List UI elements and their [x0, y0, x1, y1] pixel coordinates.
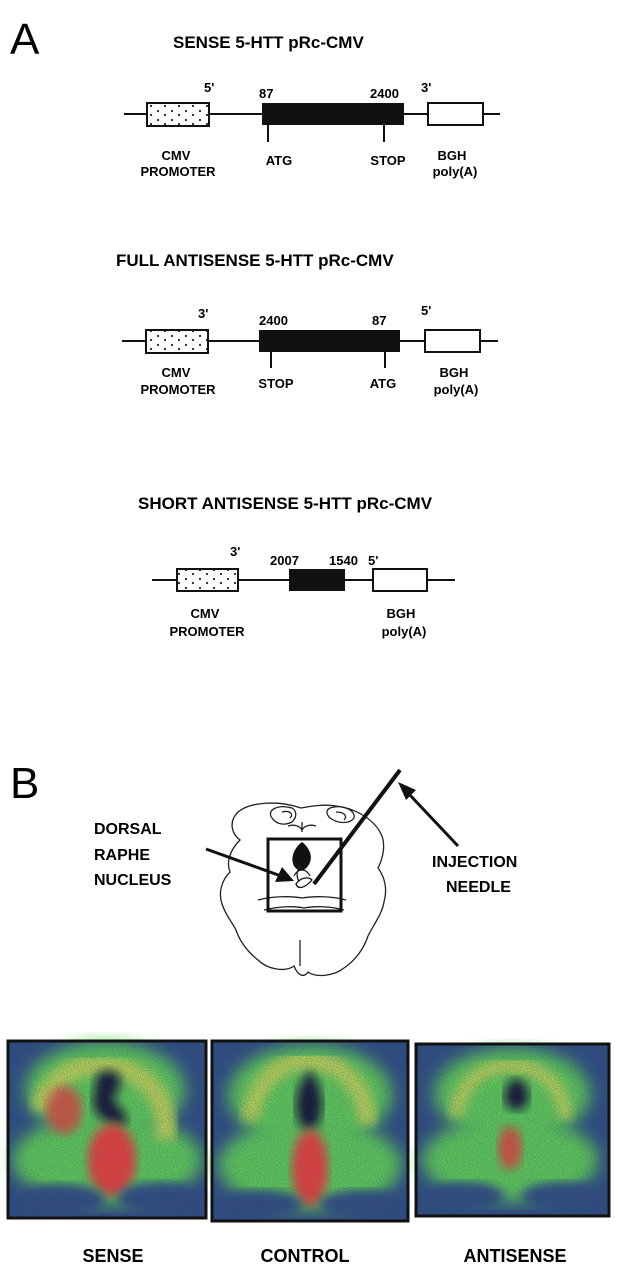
construct-title: SHORT ANTISENSE 5-HTT pRc-CMV	[138, 494, 433, 513]
dorsal-raphe-label-2: RAPHE	[94, 847, 150, 864]
panel-b-letter: B	[10, 759, 39, 808]
dorsal-raphe-arrow	[205, 847, 294, 882]
position-right: 2400	[370, 86, 399, 101]
position-right: 87	[372, 313, 386, 328]
promoter-label-1: CMV	[162, 365, 191, 380]
construct-full-antisense: FULL ANTISENSE 5-HTT pRc-CMV 3' 5' 2400 …	[116, 251, 498, 397]
construct-short-antisense: SHORT ANTISENSE 5-HTT pRc-CMV 3' 5' 2007…	[138, 494, 455, 639]
injection-needle	[312, 768, 402, 886]
end-label-left: 3'	[230, 544, 240, 559]
cmv-promoter-box	[146, 102, 210, 127]
region-box	[266, 837, 343, 913]
bgh-polya-box	[424, 329, 481, 353]
polya-label-1: BGH	[440, 365, 469, 380]
needle-tip	[295, 877, 313, 889]
end-label-left: 3'	[198, 306, 208, 321]
cmv-promoter-box	[176, 568, 239, 592]
promoter-label-2: PROMOTER	[169, 624, 245, 639]
tick-label-right: ATG	[370, 376, 396, 391]
caption-sense: SENSE	[82, 1246, 143, 1266]
construct-title: SENSE 5-HTT pRc-CMV	[173, 33, 364, 52]
injection-needle-label-1: INJECTION	[432, 854, 517, 871]
polya-label-2: poly(A)	[382, 624, 427, 639]
coding-region-box	[262, 103, 404, 125]
position-left: 2007	[270, 553, 299, 568]
promoter-label-2: PROMOTER	[140, 382, 216, 397]
bgh-polya-box	[372, 568, 428, 592]
coding-region-box	[259, 330, 400, 352]
polya-label-2: poly(A)	[433, 164, 478, 179]
injection-needle-label-2: NEEDLE	[446, 879, 511, 896]
dorsal-raphe-label-1: DORSAL	[94, 821, 162, 838]
panel-a-letter: A	[10, 15, 40, 64]
end-label-left: 5'	[204, 80, 214, 95]
polya-label-2: poly(A)	[434, 382, 479, 397]
construct-sense: SENSE 5-HTT pRc-CMV 5' 3' 87 2400 CMV PR…	[124, 33, 500, 179]
polya-label-1: BGH	[387, 606, 416, 621]
tick-label-right: STOP	[370, 153, 405, 168]
cmv-promoter-box	[145, 329, 209, 354]
position-left: 2400	[259, 313, 288, 328]
construct-title: FULL ANTISENSE 5-HTT pRc-CMV	[116, 251, 394, 270]
tick-label-left: ATG	[266, 153, 292, 168]
end-label-right: 5'	[368, 553, 378, 568]
position-left: 87	[259, 86, 273, 101]
autoradiograph-antisense	[414, 1042, 611, 1218]
dorsal-raphe-label-3: NUCLEUS	[94, 872, 172, 889]
dorsal-raphe-shape	[292, 842, 311, 871]
autoradiograph-sense	[6, 1039, 208, 1220]
position-right: 1540	[329, 553, 358, 568]
injection-needle-arrow	[398, 782, 460, 848]
promoter-label-1: CMV	[162, 148, 191, 163]
bgh-polya-box	[427, 102, 484, 126]
promoter-label-1: CMV	[191, 606, 220, 621]
caption-antisense: ANTISENSE	[463, 1246, 566, 1266]
coding-region-box	[289, 569, 345, 591]
autoradiograph-control	[210, 1039, 410, 1223]
tick-label-left: STOP	[258, 376, 293, 391]
end-label-right: 5'	[421, 303, 431, 318]
promoter-label-2: PROMOTER	[140, 164, 216, 179]
brain-section-outline	[219, 802, 387, 977]
caption-control: CONTROL	[261, 1246, 350, 1266]
polya-label-1: BGH	[438, 148, 467, 163]
end-label-right: 3'	[421, 80, 431, 95]
